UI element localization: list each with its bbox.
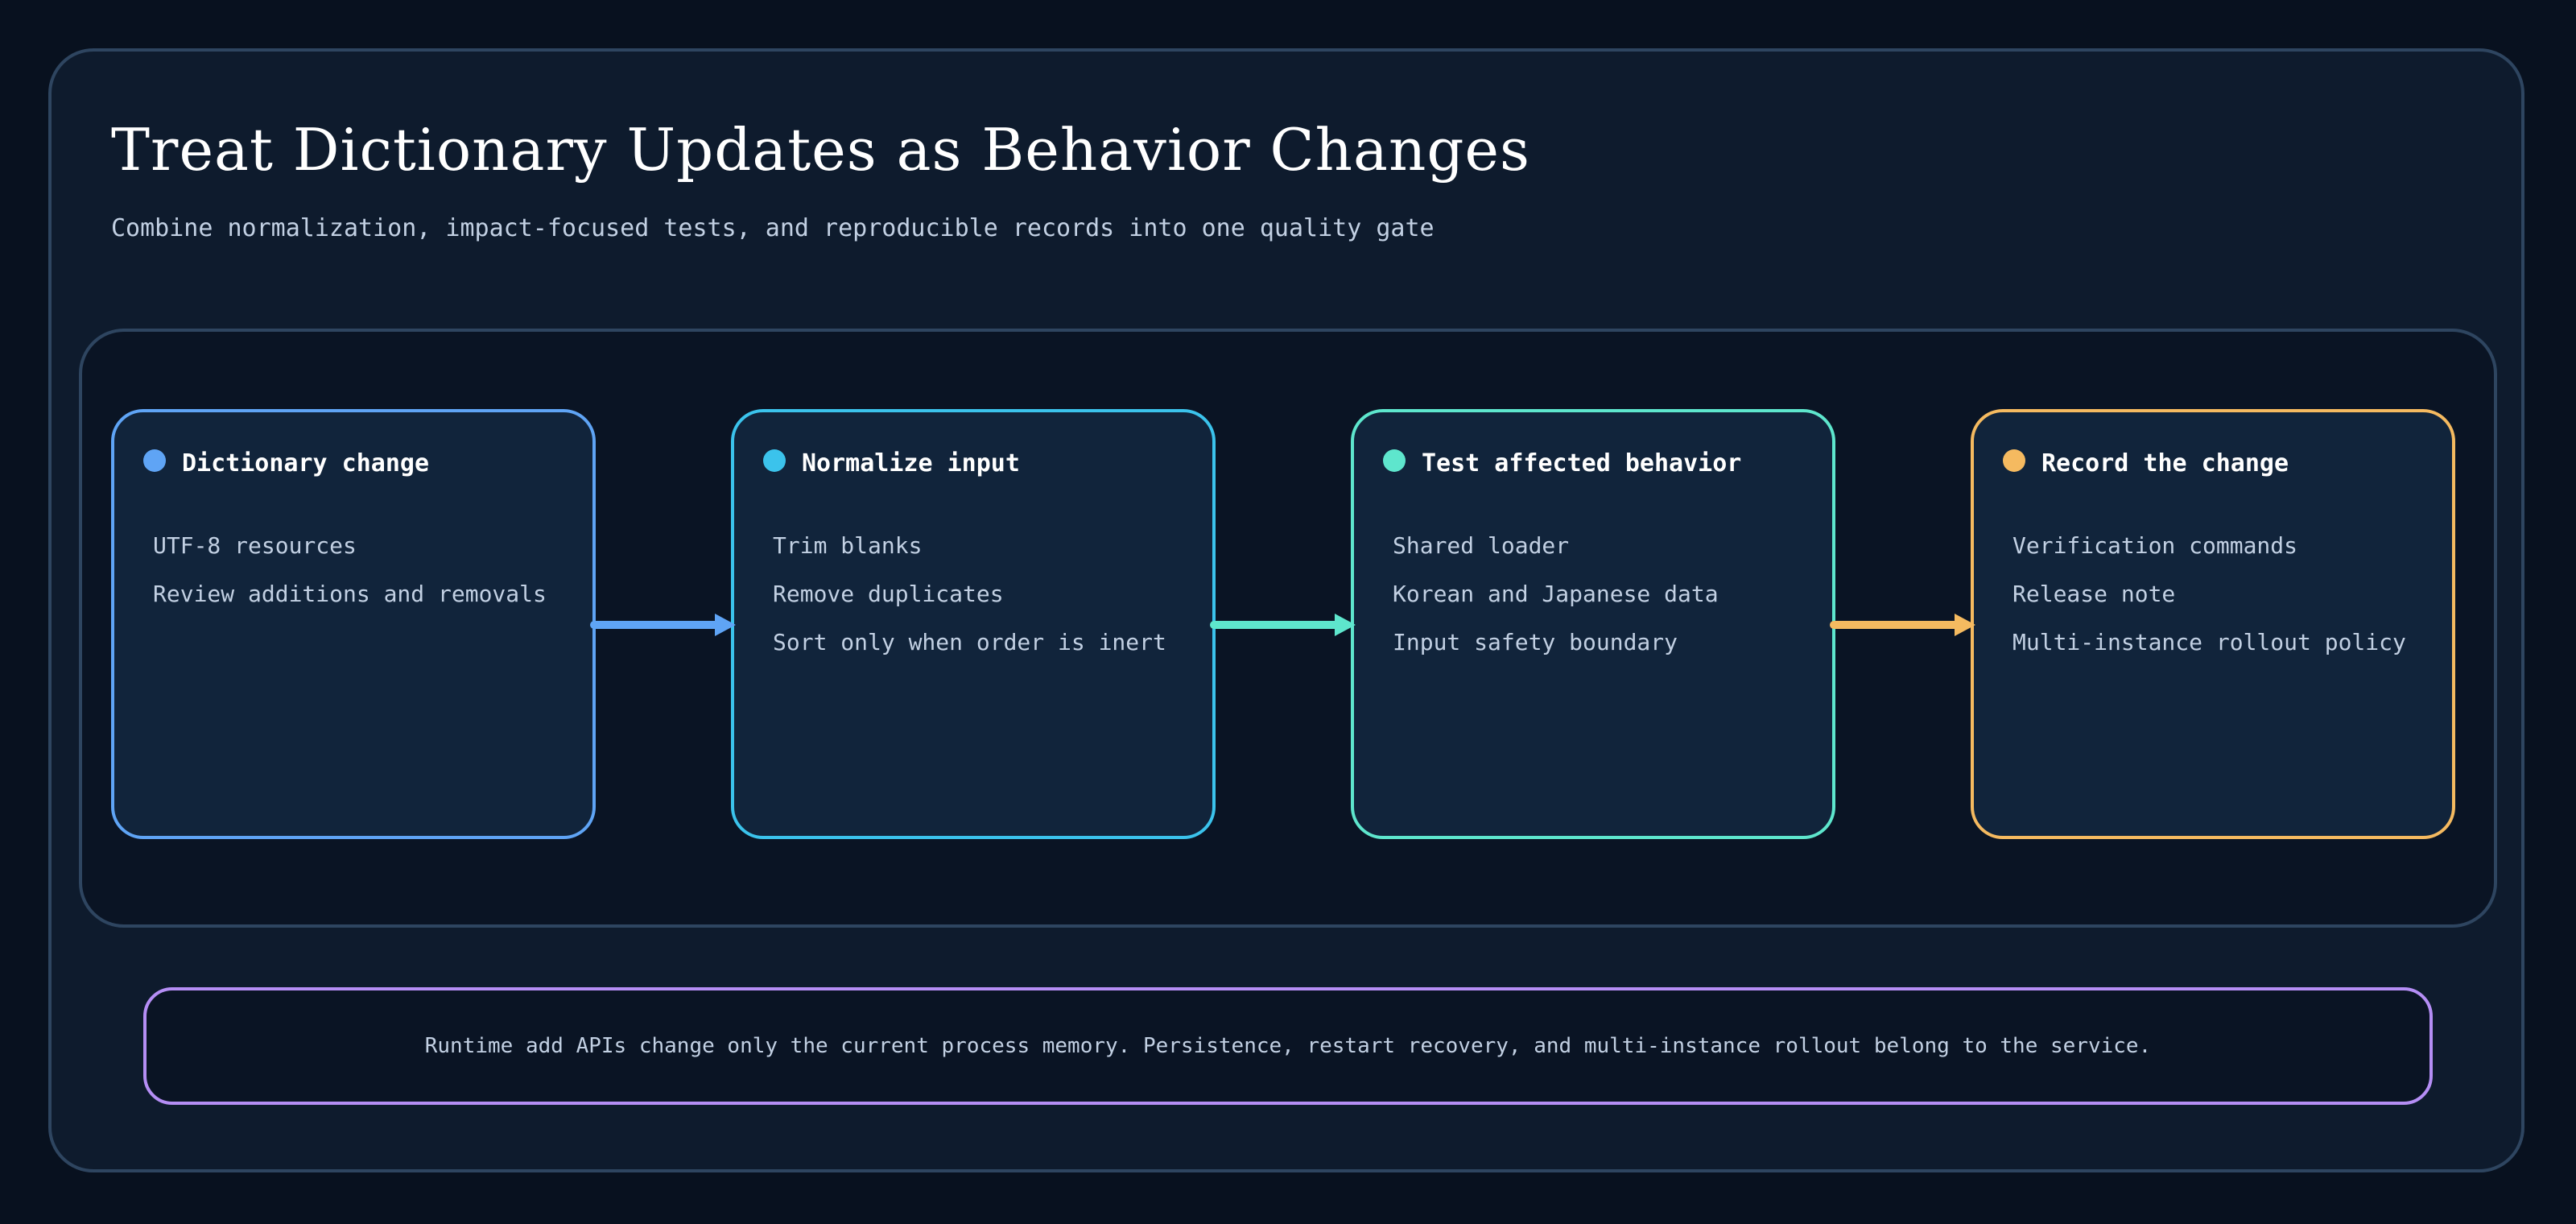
step-item: Release note: [2013, 581, 2176, 607]
step-title: Test affected behavior: [1422, 449, 1742, 478]
page-subtitle: Combine normalization, impact-focused te…: [111, 214, 1435, 242]
step-dot-icon: [2003, 449, 2025, 472]
step-card-test-affected-behavior: Test affected behavior Shared loader Kor…: [1351, 409, 1835, 839]
step-title: Dictionary change: [182, 449, 430, 478]
step-items: Trim blanks Remove duplicates Sort only …: [773, 522, 1166, 667]
step-title: Normalize input: [802, 449, 1020, 478]
scope-note-text: Runtime add APIs change only the current…: [424, 1034, 2152, 1058]
step-card-record-the-change: Record the change Verification commands …: [1971, 409, 2455, 839]
step-item: Remove duplicates: [773, 581, 1004, 607]
step-card-normalize-input: Normalize input Trim blanks Remove dupli…: [731, 409, 1216, 839]
step-dot-icon: [143, 449, 166, 472]
step-item: Review additions and removals: [153, 581, 547, 607]
step-dot-icon: [1383, 449, 1406, 472]
step-items: Shared loader Korean and Japanese data I…: [1393, 522, 1719, 667]
step-item: UTF-8 resources: [153, 532, 357, 559]
step-item: Multi-instance rollout policy: [2013, 629, 2406, 655]
step-item: Input safety boundary: [1393, 629, 1678, 655]
step-card-dictionary-change: Dictionary change UTF-8 resources Review…: [111, 409, 596, 839]
step-item: Korean and Japanese data: [1393, 581, 1719, 607]
step-dot-icon: [763, 449, 786, 472]
step-items: Verification commands Release note Multi…: [2013, 522, 2406, 667]
step-item: Sort only when order is inert: [773, 629, 1166, 655]
scope-note: Runtime add APIs change only the current…: [143, 987, 2433, 1105]
step-title: Record the change: [2041, 449, 2289, 478]
page-title: Treat Dictionary Updates as Behavior Cha…: [111, 116, 1530, 184]
step-item: Shared loader: [1393, 532, 1570, 559]
step-item: Trim blanks: [773, 532, 923, 559]
step-item: Verification commands: [2013, 532, 2298, 559]
step-items: UTF-8 resources Review additions and rem…: [153, 522, 547, 618]
